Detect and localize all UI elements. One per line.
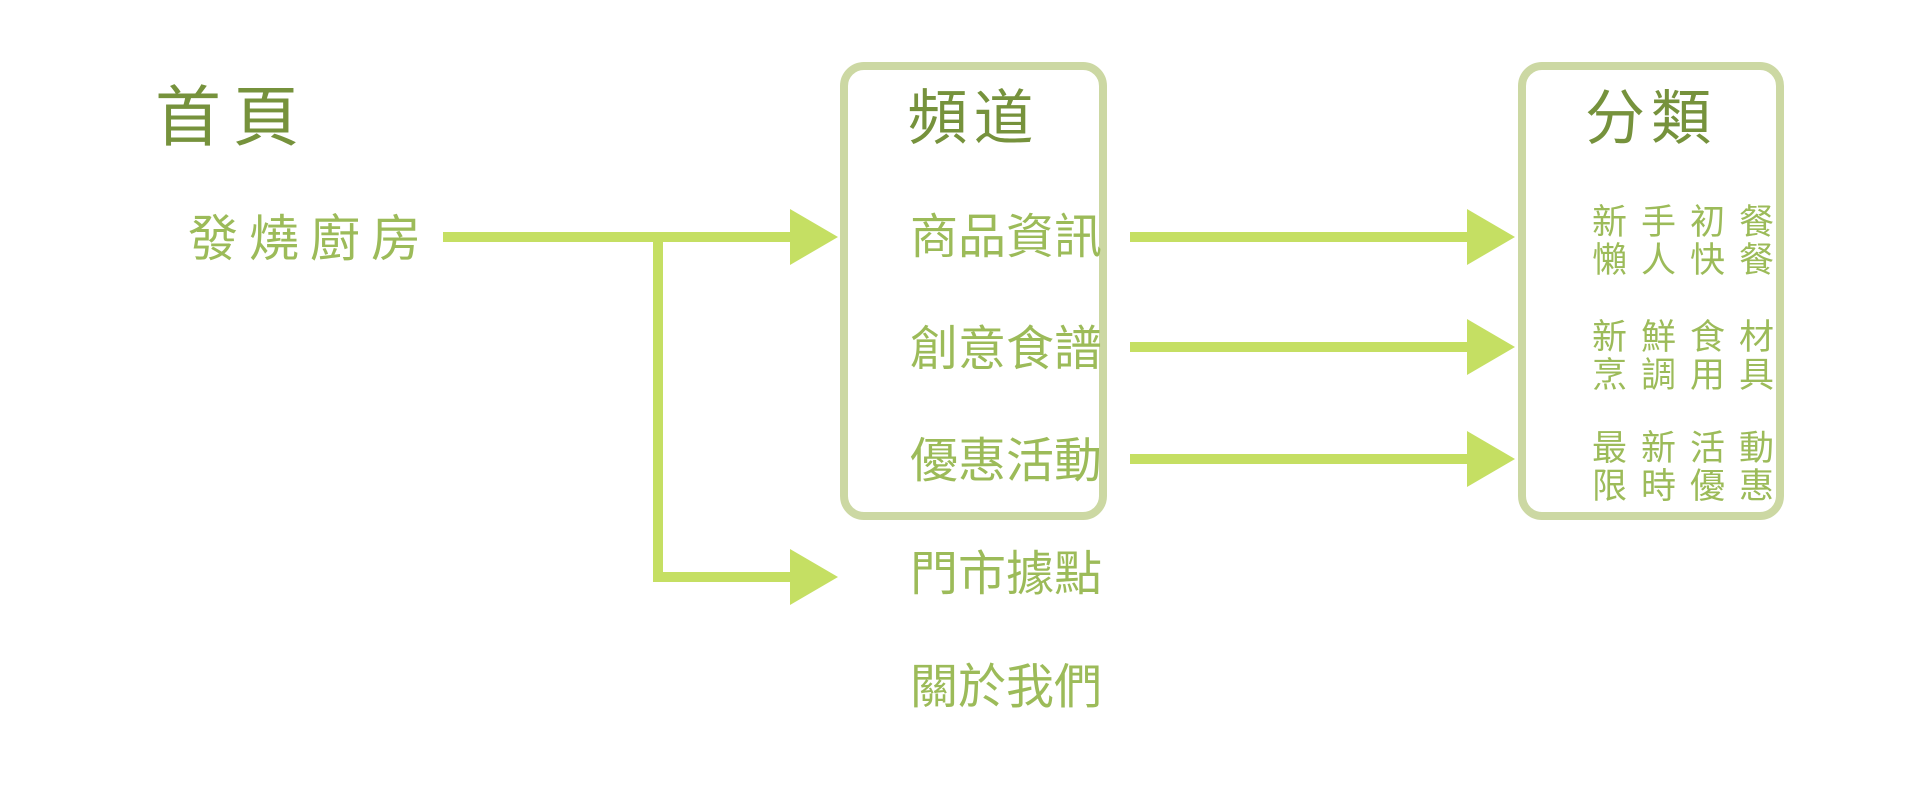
- arrowhead-home-to-channel-icon: [790, 209, 838, 265]
- home-item-label: 發燒廚房: [188, 210, 432, 268]
- home-title: 首頁: [155, 79, 311, 156]
- channel-box-title: 頻道: [907, 84, 1040, 154]
- connector-branch-vertical: [653, 232, 663, 582]
- connector-recipes-to-category: [1130, 342, 1467, 352]
- category-label-limited-offers: 限時優惠: [1592, 467, 1789, 507]
- category-label-cookware: 烹調用具: [1592, 356, 1789, 396]
- arrowhead-product-info-icon: [1467, 209, 1515, 265]
- category-label-latest-events: 最新活動: [1592, 429, 1789, 469]
- category-group-ingredients: 新鮮食材 烹調用具: [1592, 319, 1788, 395]
- channel-item-about-us: 關於我們: [910, 659, 1103, 715]
- channel-item-product-info: 商品資訊: [910, 209, 1103, 265]
- category-box-title: 分類: [1585, 84, 1717, 154]
- channel-item-store-locations: 門市據點: [910, 546, 1103, 602]
- category-label-lazy-meals: 懶人快餐: [1592, 241, 1789, 281]
- arrowhead-promotions-icon: [1467, 431, 1515, 487]
- category-label-fresh-ingredients: 新鮮食材: [1592, 318, 1789, 358]
- channel-box: 頻道: [840, 62, 1107, 520]
- arrowhead-branch-to-stores-icon: [790, 549, 838, 605]
- channel-item-creative-recipes: 創意食譜: [910, 321, 1103, 377]
- arrowhead-recipes-icon: [1467, 319, 1515, 375]
- connector-home-to-channel: [443, 232, 790, 242]
- category-box: 分類: [1518, 62, 1784, 520]
- category-group-events: 最新活動 限時優惠: [1592, 430, 1788, 506]
- category-group-meals: 新手初餐 懶人快餐: [1592, 204, 1788, 280]
- category-label-beginner-meals: 新手初餐: [1592, 203, 1789, 243]
- channel-item-promotions: 優惠活動: [910, 433, 1103, 489]
- connector-product-info-to-category: [1130, 232, 1467, 242]
- connector-promotions-to-category: [1130, 454, 1467, 464]
- connector-branch-horizontal: [653, 572, 790, 582]
